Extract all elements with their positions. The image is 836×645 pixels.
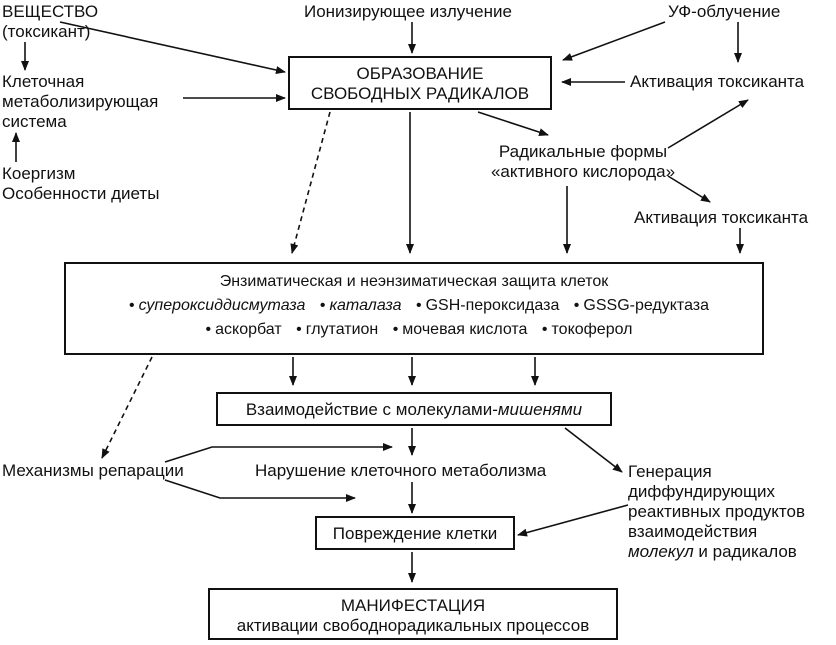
node-metabolism-disruption: Нарушение клеточного метаболизма xyxy=(255,461,547,480)
defense-item-catalase: каталаза xyxy=(329,297,402,314)
bullet: • xyxy=(415,297,422,314)
node-manifestation: МАНИФЕСТАЦИЯ активации свободнорадикальн… xyxy=(208,588,618,640)
radicals-formation-line-2: СВОБОДНЫХ РАДИКАЛОВ xyxy=(310,84,530,103)
generation-italic: молекул xyxy=(628,542,694,561)
arrow-interaction-to-generation xyxy=(564,427,623,473)
node-target-interaction: Взаимодействие с молекулами-мишенями xyxy=(216,392,612,426)
coergism-line-1: Коергизм xyxy=(2,164,76,183)
node-substance: ВЕЩЕСТВО (токсикант) xyxy=(2,2,98,42)
radicals-formation-line-1: ОБРАЗОВАНИЕ xyxy=(356,64,484,83)
manifestation-line-2: активации свободнорадикальных процессов xyxy=(236,616,590,635)
node-metabolizing-system: Клеточная метаболизирующая система xyxy=(2,72,158,132)
interaction-text-italic: мишенями xyxy=(497,400,583,419)
node-toxicant-activation-top: Активация токсиканта xyxy=(630,72,805,91)
metabolizing-line-1: Клеточная xyxy=(2,72,85,91)
bullet: • xyxy=(296,321,302,338)
node-coergism-diet: Коергизм Особенности диеты xyxy=(2,164,159,204)
metabolizing-line-3: система xyxy=(2,112,67,131)
node-cell-defense: Энзиматическая и неэнзиматическая защита… xyxy=(64,262,764,355)
node-uv-radiation: УФ-облучение xyxy=(668,2,781,21)
node-reactive-products-generation: Генерация диффундирующих реактивных прод… xyxy=(628,462,805,562)
arrow-radicals-to-oxygen xyxy=(477,111,549,136)
defense-row-enzymatic: •супероксиддисмутаза •каталаза •GSH-перо… xyxy=(66,294,762,318)
defense-item-sod: супероксиддисмутаза xyxy=(138,297,306,314)
defense-item-uric-acid: мочевая кислота xyxy=(402,321,528,338)
interaction-text: Взаимодействие с молекулами- xyxy=(245,400,498,419)
substance-subtitle: (токсикант) xyxy=(2,22,91,41)
node-oxygen-radical-forms: Радикальные формы «активного кислорода» xyxy=(478,142,688,182)
defense-item-tocopherol: токоферол xyxy=(551,321,633,338)
manifestation-line-1: МАНИФЕСТАЦИЯ xyxy=(340,596,486,615)
bullet: • xyxy=(319,297,326,314)
arrow-defense-to-repair-dashed xyxy=(101,356,153,459)
bullet: • xyxy=(205,321,212,338)
arrow-oxygen-to-activation-mid xyxy=(667,175,711,203)
bullet: • xyxy=(573,297,580,314)
node-toxicant-activation-mid: Активация токсиканта xyxy=(634,208,809,227)
node-ionizing-radiation: Ионизирующее излучение xyxy=(304,2,512,21)
defense-item-gssg-reductase: GSSG-редуктаза xyxy=(583,297,710,314)
oxygen-forms-line-1: Радикальные формы xyxy=(498,142,668,161)
defense-item-ascorbate: аскорбат xyxy=(215,321,282,338)
node-radicals-formation: ОБРАЗОВАНИЕ СВОБОДНЫХ РАДИКАЛОВ xyxy=(288,56,552,110)
bullet: • xyxy=(541,321,548,338)
coergism-line-2: Особенности диеты xyxy=(2,184,160,203)
arrow-repair-to-metabolism xyxy=(164,443,393,463)
bullet: • xyxy=(392,321,399,338)
defense-item-glutathione: глутатион xyxy=(305,321,379,338)
generation-line-2: диффундирующих xyxy=(628,482,775,501)
oxygen-forms-line-2: «активного кислорода» xyxy=(490,162,676,181)
defense-item-gsh-peroxidase: GSH-пероксидаза xyxy=(425,297,560,314)
node-repair-mechanisms: Механизмы репарации xyxy=(2,461,184,480)
defense-title: Энзиматическая и неэнзиматическая защита… xyxy=(219,273,609,290)
generation-line-5: молекул и радикалов xyxy=(628,542,805,562)
generation-rest: и радикалов xyxy=(693,542,797,561)
arrow-repair-to-damage xyxy=(164,479,356,502)
arrow-substance-to-radicals xyxy=(59,21,286,74)
defense-row-nonenzymatic: •аскорбат •глутатион •мочевая кислота •т… xyxy=(66,318,762,342)
arrow-radicals-to-defense-dashed xyxy=(290,111,331,254)
generation-line-4: взаимодействия xyxy=(628,522,758,541)
arrow-oxygen-to-activation xyxy=(667,99,749,149)
substance-title: ВЕЩЕСТВО xyxy=(2,2,99,21)
generation-line-3: реактивных продуктов xyxy=(628,502,806,521)
arrow-generation-to-damage xyxy=(517,504,629,537)
metabolizing-line-2: метаболизирующая xyxy=(2,92,159,111)
generation-line-1: Генерация xyxy=(628,462,712,481)
arrow-uv-to-radicals xyxy=(562,21,666,61)
node-cell-damage: Повреждение клетки xyxy=(315,516,515,550)
bullet: • xyxy=(128,297,135,314)
